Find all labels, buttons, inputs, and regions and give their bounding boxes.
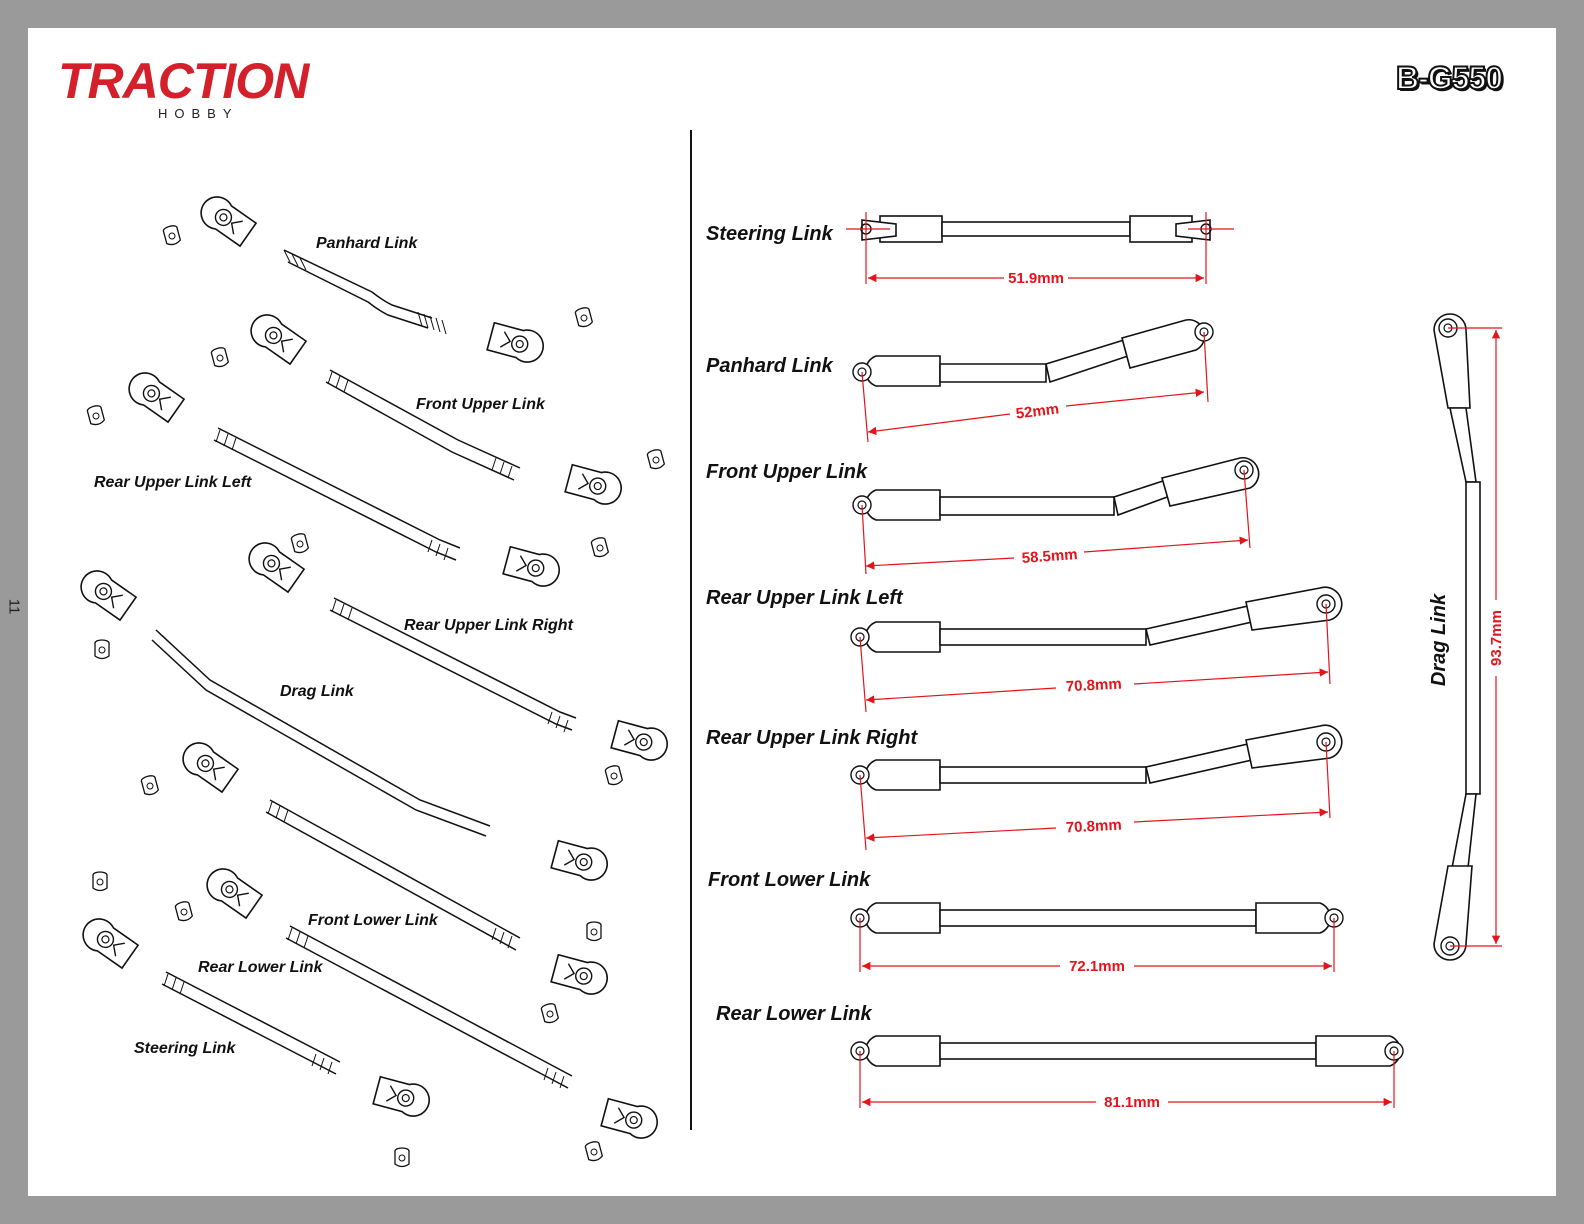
- exploded-rear-upper-link-right: [242, 531, 672, 787]
- dim-label-rear-upper-link-right: Rear Upper Link Right: [706, 727, 918, 749]
- dim-value-rear-upper-link-right: 70.8mm: [1065, 817, 1122, 837]
- brand-logo: TRACTION HOBBY: [58, 53, 309, 121]
- dim-value-front-lower-link: 72.1mm: [1069, 958, 1125, 975]
- label-rear-lower-link: Rear Lower Link: [198, 959, 324, 976]
- brand-name: TRACTION: [58, 53, 309, 109]
- dim-label-rear-lower-link: Rear Lower Link: [716, 1003, 872, 1025]
- exploded-panhard-link: [161, 189, 594, 367]
- exploded-front-lower-link: [139, 735, 612, 1025]
- exploded-front-upper-link: [209, 307, 666, 509]
- center-divider: [690, 130, 692, 1130]
- label-rear-upper-link-right: Rear Upper Link Right: [404, 617, 574, 634]
- dim-value-steering-link: 51.9mm: [1008, 270, 1064, 287]
- dim-value-front-upper-link: 58.5mm: [1021, 546, 1078, 567]
- dim-label-front-lower-link: Front Lower Link: [708, 869, 871, 891]
- dim-label-panhard-link: Panhard Link: [706, 355, 834, 377]
- dim-label-steering-link: Steering Link: [706, 223, 834, 245]
- exploded-rear-upper-link-left: [85, 365, 610, 591]
- model-number: B-G550: [1395, 59, 1504, 97]
- brand-subtitle: HOBBY: [158, 106, 239, 121]
- dim-label-front-upper-link: Front Upper Link: [706, 461, 868, 483]
- dim-value-rear-upper-link-left: 70.8mm: [1065, 676, 1122, 696]
- dim-value-rear-lower-link: 81.1mm: [1104, 1094, 1160, 1111]
- dim-label-drag-link: Drag Link: [1428, 593, 1450, 686]
- dim-front-lower-link: Front Lower Link 72.1mm: [708, 869, 1344, 975]
- label-panhard-link: Panhard Link: [316, 235, 418, 252]
- dim-steering-link: Steering Link 51.9mm: [706, 212, 1234, 287]
- dim-rear-upper-link-right: Rear Upper Link Right 70.8mm: [706, 724, 1343, 851]
- label-steering-link: Steering Link: [134, 1040, 236, 1057]
- label-front-lower-link: Front Lower Link: [308, 912, 439, 929]
- dim-front-upper-link: Front Upper Link 58.5mm: [706, 456, 1260, 575]
- dim-value-drag-link: 93.7mm: [1488, 610, 1505, 666]
- exploded-drag-link: [74, 563, 612, 942]
- dim-panhard-link: Panhard Link 52mm: [706, 318, 1214, 443]
- dim-rear-lower-link: Rear Lower Link 81.1mm: [716, 1003, 1404, 1111]
- dim-rear-upper-link-left: Rear Upper Link Left 70.8mm: [706, 586, 1343, 713]
- label-front-upper-link: Front Upper Link: [416, 396, 546, 413]
- dim-value-panhard-link: 52mm: [1015, 400, 1060, 422]
- dim-label-rear-upper-link-left: Rear Upper Link Left: [706, 587, 904, 609]
- exploded-rear-lower-link: [173, 861, 662, 1163]
- exploded-steering-link: [76, 871, 434, 1168]
- label-drag-link: Drag Link: [280, 683, 355, 700]
- dim-drag-link: 93.7mm Drag Link: [1428, 313, 1505, 961]
- label-rear-upper-link-left: Rear Upper Link Left: [94, 474, 252, 491]
